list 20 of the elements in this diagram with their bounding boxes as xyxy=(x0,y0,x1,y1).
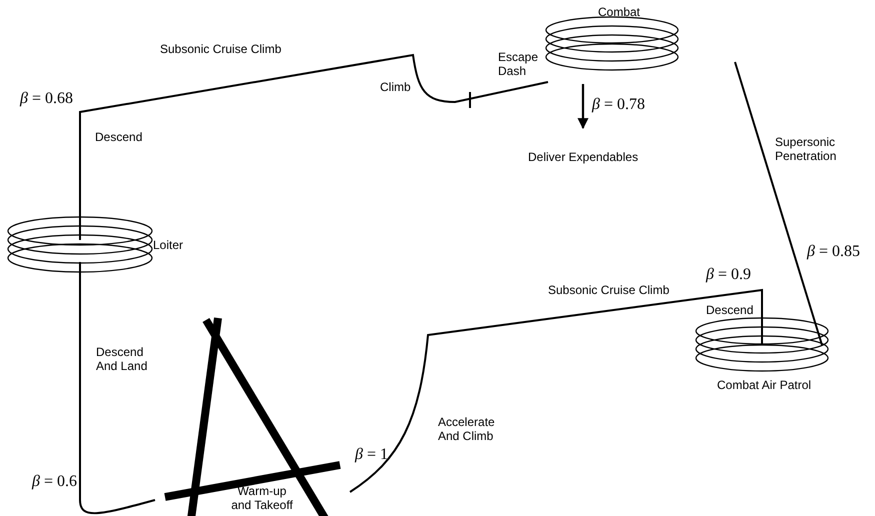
parameter-label: β = 0.6 xyxy=(32,473,77,491)
segment-label: Combat xyxy=(598,5,640,19)
segment-label: Descend xyxy=(95,130,142,144)
parameter-label: β = 1 xyxy=(355,446,388,464)
segment-label: Climb xyxy=(380,80,411,94)
segment-label: Supersonic Penetration xyxy=(775,135,838,163)
segment-label: Deliver Expendables xyxy=(528,150,638,164)
segment-label: Subsonic Cruise Climb xyxy=(548,283,670,297)
segment-label: Descend And Land xyxy=(96,345,148,373)
segment-label: Warm-up and Takeoff xyxy=(230,484,294,512)
segment-label: Combat Air Patrol xyxy=(717,378,812,392)
parameter-label: β = 0.9 xyxy=(706,266,751,284)
segment-label: Loiter xyxy=(153,238,184,252)
parameter-label: β = 0.85 xyxy=(807,243,860,261)
parameter-label: β = 0.78 xyxy=(592,96,645,114)
segment-label: Descend xyxy=(706,303,754,317)
segment-label: Subsonic Cruise Climb xyxy=(160,42,282,56)
segment-label: Accelerate And Climb xyxy=(438,415,496,443)
segment-label: Escape Dash xyxy=(498,50,540,78)
parameter-label: β = 0.68 xyxy=(20,90,73,108)
